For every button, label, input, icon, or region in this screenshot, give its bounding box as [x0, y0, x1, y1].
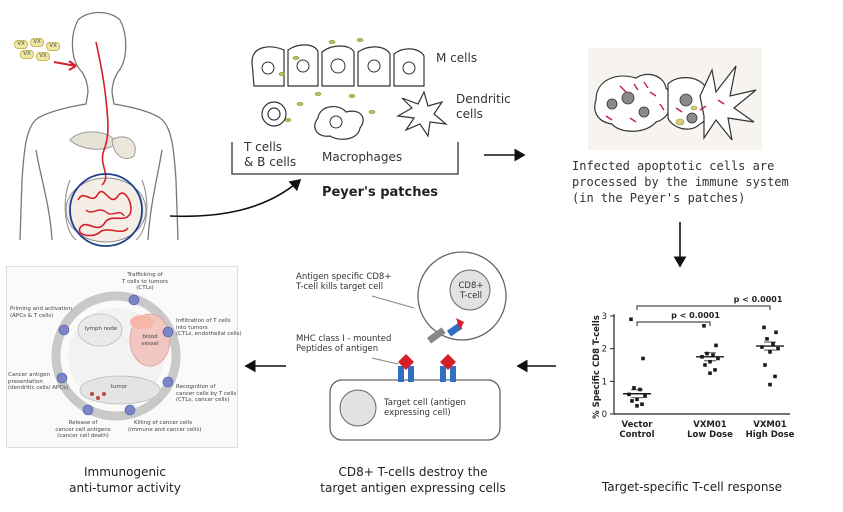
cycle-step-7: Priming and activation (APCs & T cells) [10, 306, 72, 319]
data-point [765, 337, 769, 341]
data-point [643, 394, 647, 398]
x-category-label: Low Dose [687, 430, 733, 440]
peyers-patches-title: Peyer's patches [321, 185, 439, 200]
cycle-blood-vessel-label: blood vessel [141, 334, 159, 347]
significance-bracket [636, 321, 711, 326]
chart-y-axis-label: % Specific CD8 T-cells [592, 315, 602, 419]
significance-bracket [636, 305, 771, 310]
y-tick-label: 0 [602, 410, 607, 420]
data-point [638, 387, 642, 392]
data-point [716, 356, 720, 361]
x-category-label: High Dose [746, 430, 795, 440]
killer-cell-label: Antigen specific CD8+ T-cell kills targe… [296, 272, 392, 292]
significance-label: p < 0.0001 [734, 295, 783, 304]
data-point [630, 399, 634, 403]
m-cells-label: M cells [436, 51, 478, 65]
cycle-step-2: Infiltration of T cells into tumors (CTL… [176, 318, 242, 337]
data-point [771, 341, 775, 346]
vaccine-bubble: VX [14, 40, 28, 49]
cycle-step-1: Trafficking of T cells to tumors (CTLs) [122, 272, 168, 291]
data-point [762, 325, 766, 330]
target-cell-label: Target cell (antigen expressing cell) [384, 398, 466, 418]
data-point [768, 382, 772, 387]
cd8-caption: CD8+ T-cells destroy the target antigen … [320, 465, 506, 495]
significance-label: p < 0.0001 [671, 311, 720, 320]
cycle-step-5: Release of cancer cell antigens (cancer … [55, 420, 111, 439]
data-point [635, 404, 639, 408]
vaccine-bubble-cluster: VX VX VX VX VX [14, 38, 60, 66]
data-point [763, 363, 767, 367]
data-point [635, 397, 639, 402]
data-point [703, 363, 707, 367]
y-tick-label: 2 [602, 345, 607, 355]
y-tick-label: 1 [602, 377, 607, 387]
x-category-label: Control [619, 430, 654, 440]
chart-caption: Target-specific T-cell response [601, 480, 783, 494]
data-point [708, 359, 712, 364]
data-point [711, 353, 715, 357]
data-point [776, 346, 780, 351]
cycle-step-4: Killing of cancer cells (immune and canc… [128, 420, 202, 433]
cycle-step-6: Cancer antigen presentation (dendritic c… [8, 372, 68, 391]
x-category-label: VXM01 [753, 420, 787, 430]
apoptotic-caption: Infected apoptotic cells are processed b… [572, 159, 789, 205]
data-point [640, 402, 644, 406]
immunogenic-caption: Immunogenic anti-tumor activity [69, 465, 181, 495]
t-b-cells-label: T cells & B cells [244, 140, 297, 169]
data-point [627, 392, 631, 397]
data-point [774, 330, 778, 335]
data-point [641, 356, 645, 361]
x-category-label: VXM01 [693, 420, 727, 430]
mhc-label: MHC class I - mounted Peptides of antige… [296, 334, 392, 354]
vaccine-bubble: VX [36, 52, 50, 61]
vaccine-bubble: VX [20, 50, 34, 59]
cd8-cell-label: CD8+ T-cell [458, 281, 484, 301]
data-point [708, 371, 712, 375]
data-point [773, 374, 777, 379]
data-point [632, 386, 636, 390]
data-point [768, 350, 772, 354]
data-point [760, 345, 764, 349]
cycle-tumor-label: tumor [110, 384, 128, 390]
dendritic-cells-label: Dendritic cells [456, 92, 511, 121]
data-point [705, 351, 709, 356]
data-point [629, 317, 633, 322]
cycle-lymph-node-label: lymph node [84, 326, 118, 332]
y-tick-label: 3 [602, 312, 607, 322]
cycle-step-3: Recognition of cancer cells by T cells (… [176, 384, 237, 403]
vaccine-bubble: VX [46, 42, 60, 51]
data-point [714, 343, 718, 348]
vaccine-bubble: VX [30, 38, 44, 47]
cancer-immunity-cycle-panel [6, 266, 238, 448]
x-category-label: Vector [621, 420, 653, 430]
data-point [700, 355, 704, 359]
data-point [713, 368, 717, 372]
data-point [702, 324, 706, 328]
macrophages-label: Macrophages [322, 150, 403, 164]
